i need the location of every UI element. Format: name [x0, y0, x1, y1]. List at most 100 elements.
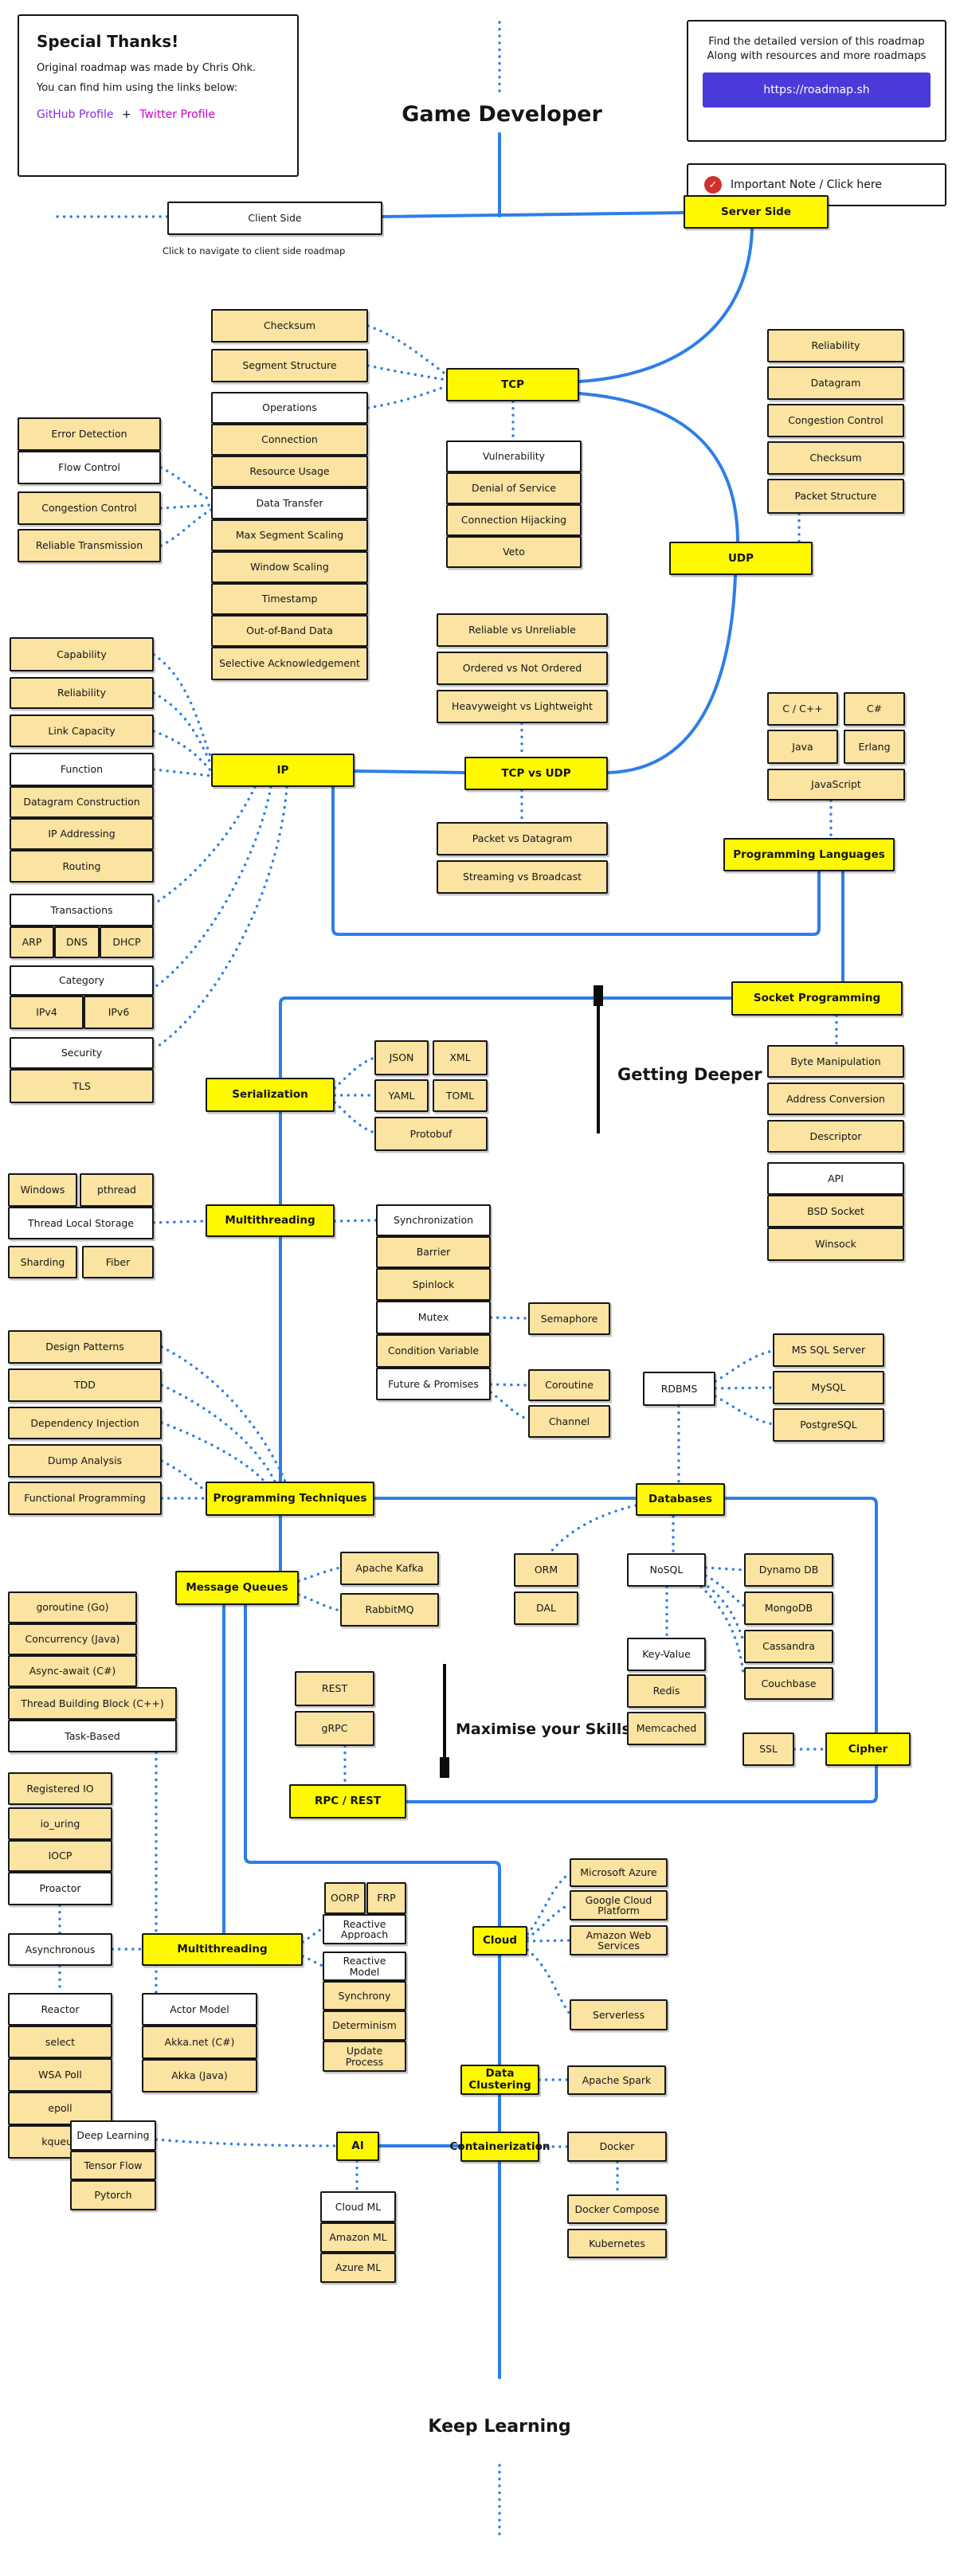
github-profile-link[interactable]: GitHub Profile: [37, 108, 114, 121]
node-task-based[interactable]: Task-Based: [8, 1720, 177, 1752]
node-epoll[interactable]: epoll: [8, 2092, 112, 2125]
node-descriptor[interactable]: Descriptor: [767, 1120, 904, 1153]
node-iocp[interactable]: IOCP: [8, 1840, 112, 1872]
node-datagram[interactable]: Datagram: [767, 366, 904, 400]
node-capability[interactable]: Capability: [10, 637, 154, 671]
node-fiber[interactable]: Fiber: [82, 1246, 154, 1278]
node-serverless[interactable]: Serverless: [570, 1999, 668, 2030]
node-vulnerability[interactable]: Vulnerability: [446, 440, 582, 472]
node-mutex[interactable]: Mutex: [376, 1301, 491, 1334]
node-azure-ml[interactable]: Azure ML: [320, 2253, 396, 2283]
node-arp[interactable]: ARP: [10, 926, 54, 958]
node-orm[interactable]: ORM: [514, 1553, 578, 1587]
node-multithreading-2[interactable]: Multithreading: [142, 1933, 303, 1966]
node-nosql[interactable]: NoSQL: [627, 1553, 706, 1587]
node-protobuf[interactable]: Protobuf: [374, 1117, 488, 1151]
node-kubernetes[interactable]: Kubernetes: [567, 2229, 667, 2258]
node-docker[interactable]: Docker: [567, 2132, 667, 2162]
node-datagram-construction[interactable]: Datagram Construction: [10, 786, 154, 818]
node-sharding[interactable]: Sharding: [8, 1246, 77, 1278]
node-oorp[interactable]: OORP: [324, 1882, 366, 1914]
node-bsd-socket[interactable]: BSD Socket: [767, 1195, 904, 1227]
node-ai[interactable]: AI: [336, 2132, 379, 2161]
node-transactions[interactable]: Transactions: [10, 894, 154, 926]
node-security[interactable]: Security: [10, 1037, 154, 1069]
node-dns[interactable]: DNS: [54, 926, 100, 958]
node-spinlock[interactable]: Spinlock: [376, 1268, 491, 1301]
node-veto[interactable]: Veto: [446, 536, 582, 568]
node-redis[interactable]: Redis: [627, 1674, 706, 1708]
node-udp[interactable]: UDP: [669, 542, 813, 575]
node-serialization[interactable]: Serialization: [206, 1078, 335, 1112]
node-selective-acknowledgement[interactable]: Selective Acknowledgement: [211, 647, 368, 680]
node-amazon-web-services[interactable]: Amazon Web Services: [570, 1925, 668, 1955]
node-async-await-csharp[interactable]: Async-await (C#): [8, 1655, 137, 1687]
node-dynamo-db[interactable]: Dynamo DB: [744, 1553, 833, 1587]
node-channel[interactable]: Channel: [528, 1405, 610, 1438]
node-microsoft-azure[interactable]: Microsoft Azure: [570, 1858, 668, 1887]
node-max-segment-scaling[interactable]: Max Segment Scaling: [211, 519, 368, 551]
node-c-sharp[interactable]: C#: [844, 692, 905, 726]
node-thread-local-storage[interactable]: Thread Local Storage: [8, 1207, 154, 1239]
node-amazon-ml[interactable]: Amazon ML: [320, 2222, 396, 2253]
node-tdd[interactable]: TDD: [8, 1368, 162, 1402]
node-concurrency-java[interactable]: Concurrency (Java): [8, 1623, 137, 1655]
node-reliable-transmission[interactable]: Reliable Transmission: [18, 529, 161, 562]
node-timestamp[interactable]: Timestamp: [211, 583, 368, 615]
node-apache-kafka[interactable]: Apache Kafka: [340, 1552, 439, 1585]
node-link-capacity[interactable]: Link Capacity: [10, 714, 154, 747]
node-tls[interactable]: TLS: [10, 1069, 154, 1103]
node-proactor[interactable]: Proactor: [8, 1872, 112, 1905]
node-javascript[interactable]: JavaScript: [767, 769, 905, 801]
node-condition-variable[interactable]: Condition Variable: [376, 1334, 491, 1368]
node-ssl[interactable]: SSL: [742, 1732, 794, 1766]
node-coroutine[interactable]: Coroutine: [528, 1369, 610, 1401]
node-winsock[interactable]: Winsock: [767, 1227, 904, 1261]
node-ipv4[interactable]: IPv4: [10, 996, 84, 1029]
node-resource-usage[interactable]: Resource Usage: [211, 456, 368, 487]
node-dependency-injection[interactable]: Dependency Injection: [8, 1407, 162, 1439]
node-databases[interactable]: Databases: [636, 1483, 725, 1516]
node-mysql[interactable]: MySQL: [773, 1371, 884, 1404]
node-denial-of-service[interactable]: Denial of Service: [446, 472, 582, 504]
node-akka-java[interactable]: Akka (Java): [142, 2059, 257, 2093]
node-cipher[interactable]: Cipher: [825, 1732, 911, 1766]
node-windows[interactable]: Windows: [8, 1173, 77, 1207]
node-synchronization[interactable]: Synchronization: [376, 1204, 491, 1236]
node-thread-building-block[interactable]: Thread Building Block (C++): [8, 1687, 177, 1720]
node-google-cloud-platform[interactable]: Google Cloud Platform: [570, 1890, 668, 1920]
node-checksum-udp[interactable]: Checksum: [767, 441, 904, 475]
node-json[interactable]: JSON: [374, 1040, 429, 1075]
node-address-conversion[interactable]: Address Conversion: [767, 1082, 904, 1115]
node-design-patterns[interactable]: Design Patterns: [8, 1330, 162, 1364]
node-ip-addressing[interactable]: IP Addressing: [10, 818, 154, 850]
node-function[interactable]: Function: [10, 753, 154, 786]
node-congestion-control-udp[interactable]: Congestion Control: [767, 404, 904, 437]
node-dhcp[interactable]: DHCP: [100, 926, 154, 958]
node-flow-control[interactable]: Flow Control: [18, 451, 161, 484]
node-checksum-tcp[interactable]: Checksum: [211, 309, 368, 343]
node-routing[interactable]: Routing: [10, 850, 154, 883]
node-pthread[interactable]: pthread: [80, 1173, 154, 1207]
node-rpc-rest[interactable]: RPC / REST: [289, 1784, 406, 1818]
node-mongodb[interactable]: MongoDB: [744, 1591, 833, 1625]
node-determinism[interactable]: Determinism: [323, 2010, 406, 2041]
node-functional-programming[interactable]: Functional Programming: [8, 1482, 162, 1515]
node-tcp-vs-udp[interactable]: TCP vs UDP: [464, 757, 608, 790]
node-synchrony[interactable]: Synchrony: [323, 1981, 406, 2010]
node-streaming-vs-broadcast[interactable]: Streaming vs Broadcast: [437, 860, 608, 894]
node-error-detection[interactable]: Error Detection: [18, 417, 161, 451]
node-reliability-ip[interactable]: Reliability: [10, 677, 154, 709]
twitter-profile-link[interactable]: Twitter Profile: [139, 108, 216, 121]
node-data-clustering[interactable]: Data Clustering: [460, 2065, 539, 2095]
node-ordered-vs-not-ordered[interactable]: Ordered vs Not Ordered: [437, 652, 608, 685]
node-ms-sql-server[interactable]: MS SQL Server: [773, 1333, 884, 1367]
node-connection[interactable]: Connection: [211, 424, 368, 456]
node-server-side[interactable]: Server Side: [684, 195, 829, 229]
node-pytorch[interactable]: Pytorch: [70, 2180, 156, 2210]
node-erlang[interactable]: Erlang: [844, 730, 905, 764]
node-yaml[interactable]: YAML: [374, 1079, 429, 1112]
node-window-scaling[interactable]: Window Scaling: [211, 551, 368, 583]
node-dal[interactable]: DAL: [514, 1591, 578, 1625]
node-out-of-band-data[interactable]: Out-of-Band Data: [211, 615, 368, 647]
